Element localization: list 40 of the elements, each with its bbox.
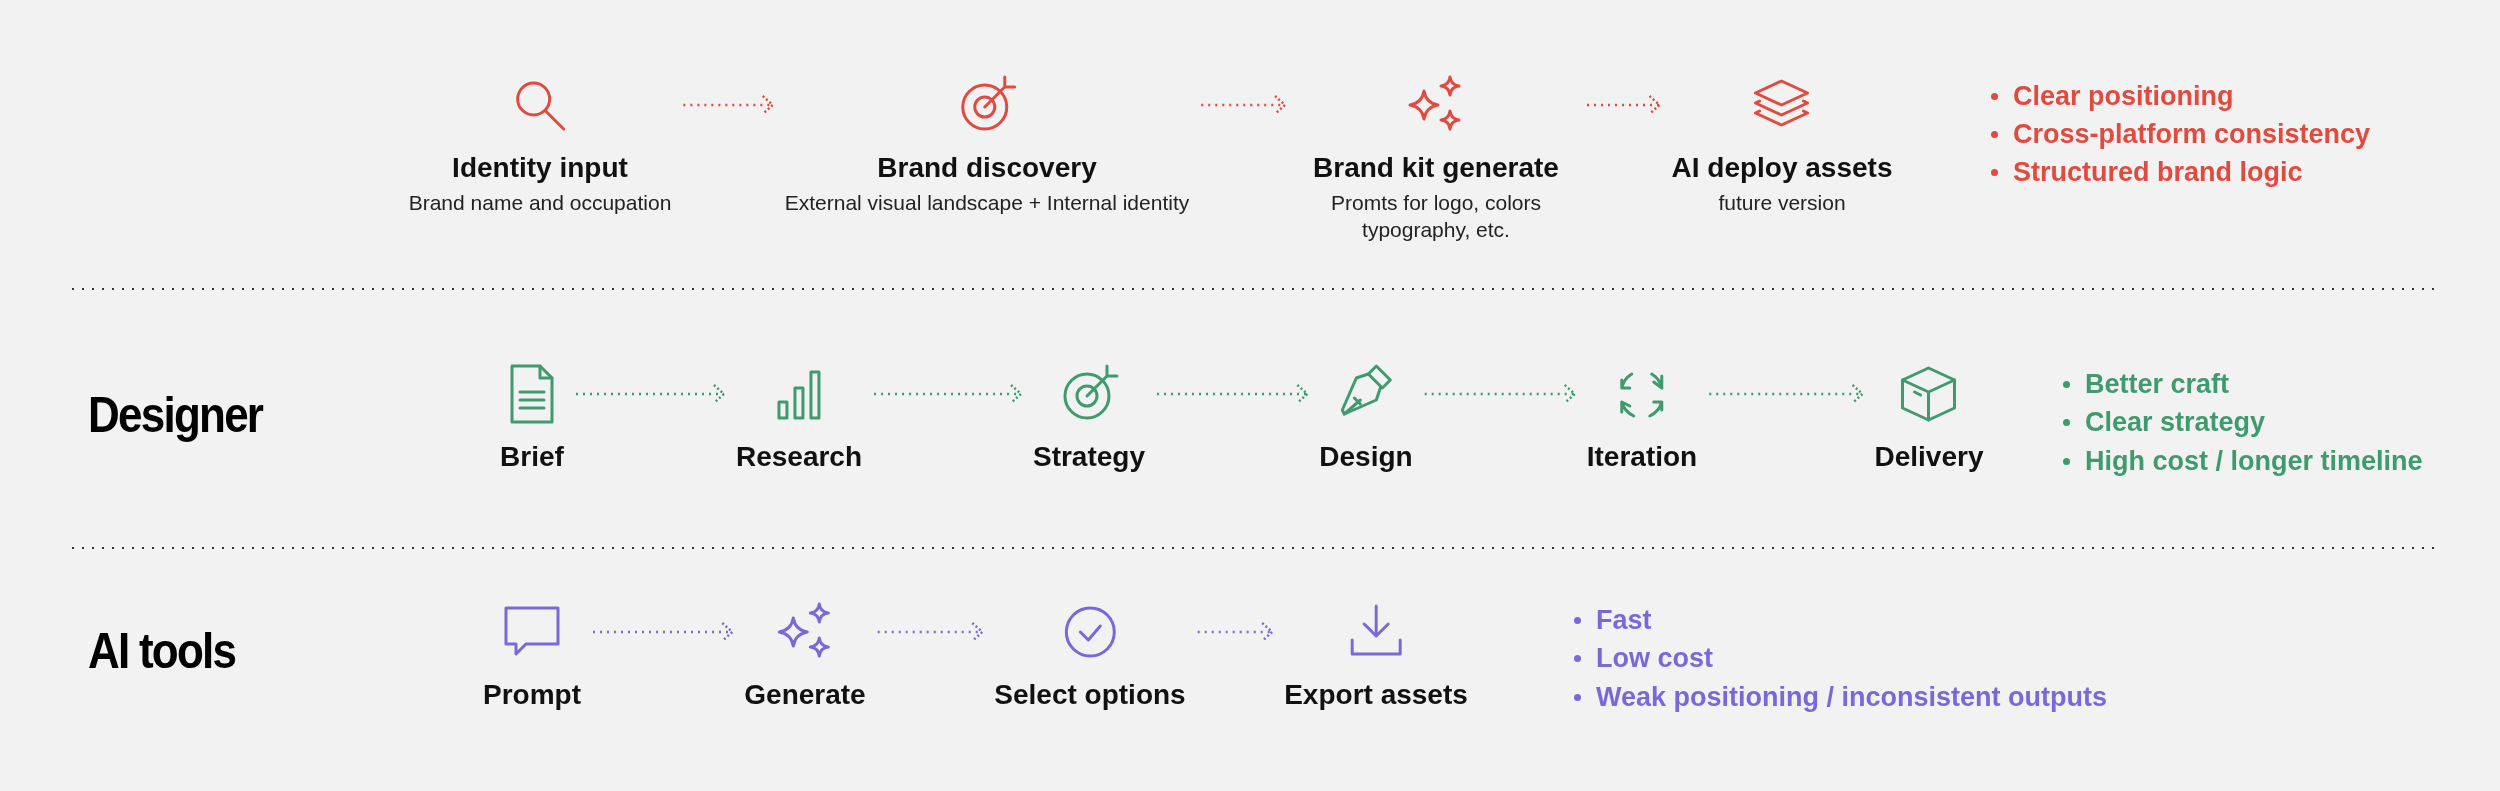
dotted-arrow <box>1424 383 1576 405</box>
bullet-point: Weak positioning / inconsistent outputs <box>1596 681 2107 713</box>
step-title: Delivery <box>1874 440 1984 474</box>
step-title: Export assets <box>1284 678 1468 712</box>
dotted-arrow <box>683 94 774 116</box>
step-description: Brand name and occupation <box>408 190 672 216</box>
step-title: Identity input <box>452 151 628 185</box>
dotted-arrow <box>576 383 726 405</box>
bullet-point: Better craft <box>2085 368 2230 400</box>
dotted-arrow <box>1201 94 1287 116</box>
row-heading: Designer <box>88 386 263 444</box>
dotted-arrow <box>874 383 1023 405</box>
dotted-arrow <box>1709 383 1864 405</box>
bullet-point: Clear positioning <box>2013 80 2234 112</box>
step-title: Design <box>1319 440 1413 474</box>
dotted-arrow <box>1587 94 1661 116</box>
bullet-point: High cost / longer timeline <box>2085 445 2423 477</box>
bullet-point: Cross-platform consistency <box>2013 118 2371 150</box>
step-title: Prompt <box>483 678 581 712</box>
step-title: Generate <box>744 678 866 712</box>
step-title: Brand discovery <box>877 151 1097 185</box>
step-title: Iteration <box>1586 440 1698 474</box>
step-title: Research <box>735 440 863 474</box>
bullet-point: Fast <box>1596 604 1652 636</box>
bullet-point: Structured brand logic <box>2013 156 2303 188</box>
dotted-arrow <box>593 621 734 643</box>
bullet-point: Clear strategy <box>2085 406 2266 438</box>
step-title: Brand kit generate <box>1313 151 1559 185</box>
step-description: External visual landscape + Internal identity <box>784 190 1190 216</box>
step-title: Brief <box>500 440 564 474</box>
dotted-arrow <box>877 621 984 643</box>
step-title: AI deploy assets <box>1671 151 1893 185</box>
dotted-arrow <box>1157 383 1309 405</box>
step-title: Select options <box>994 678 1186 712</box>
bullet-point: Low cost <box>1596 642 1713 674</box>
row-heading: AI tools <box>88 622 236 680</box>
dotted-arrow <box>1197 621 1274 643</box>
step-description: Promts for logo, colors typography, etc. <box>1329 190 1543 243</box>
step-title: Strategy <box>1033 440 1145 474</box>
step-description: future version <box>1718 190 1846 216</box>
